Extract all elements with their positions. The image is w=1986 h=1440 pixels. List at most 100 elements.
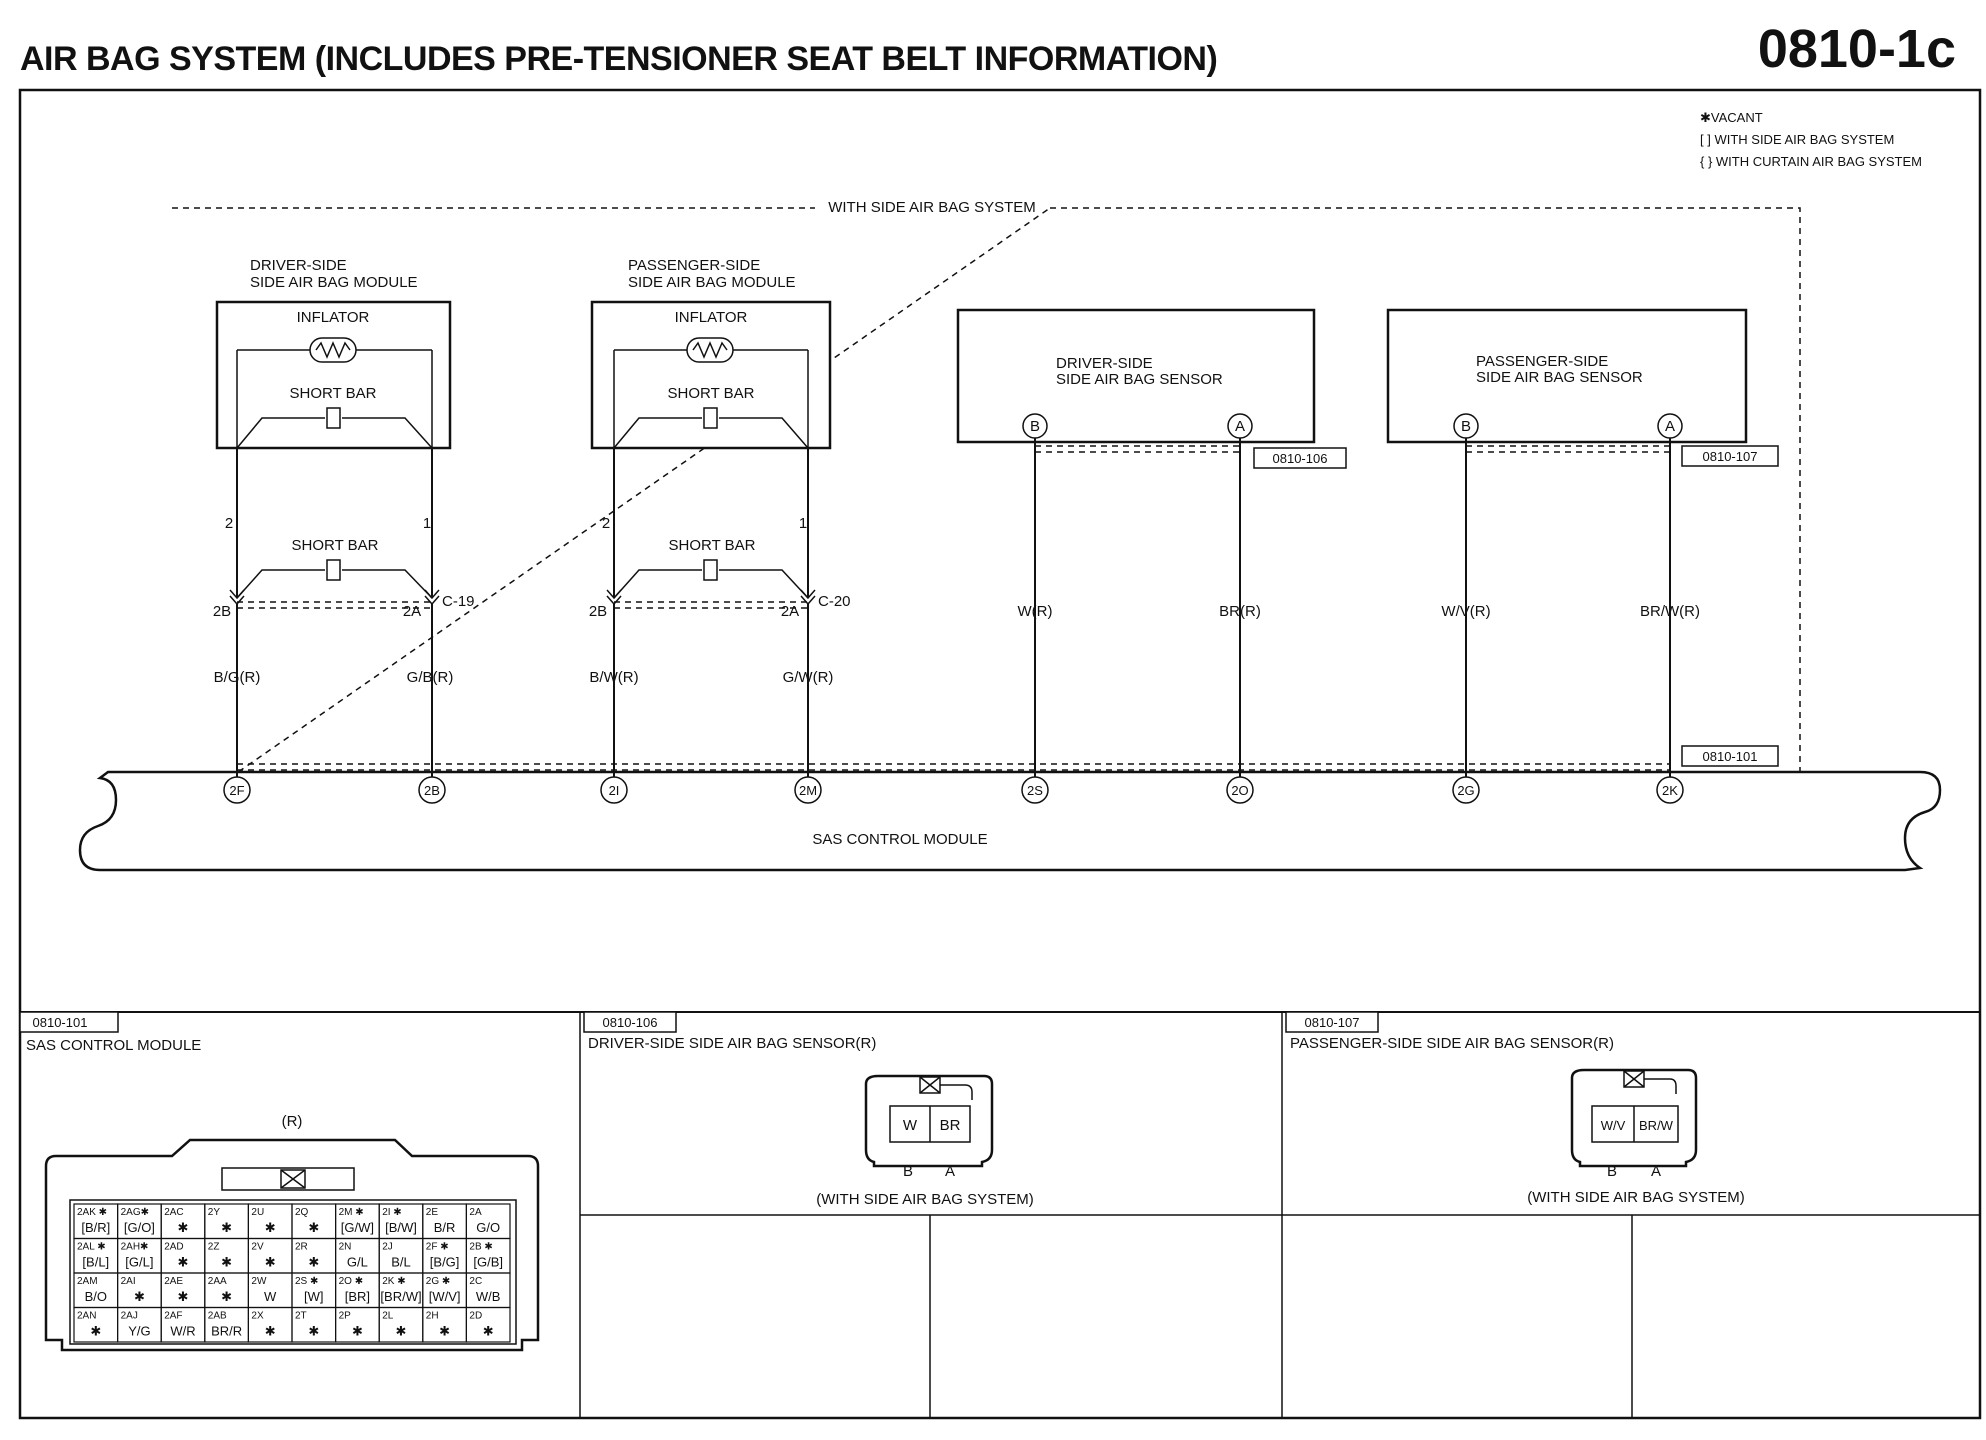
panel-107-note: (WITH SIDE AIR BAG SYSTEM) — [1527, 1189, 1745, 1206]
panel-106-title: DRIVER-SIDE SIDE AIR BAG SENSOR(R) — [588, 1035, 876, 1052]
panel-107-title: PASSENGER-SIDE SIDE AIR BAG SENSOR(R) — [1290, 1035, 1614, 1052]
passenger-inflator-label: INFLATOR — [675, 309, 748, 326]
legend-vacant: ✱VACANT — [1700, 110, 1763, 125]
sas-terminal-label: 2O — [1231, 783, 1248, 798]
panel-driver-sensor-connector: 0810-106 DRIVER-SIDE SIDE AIR BAG SENSOR… — [583, 1011, 1034, 1208]
passenger-side-airbag-sensor: PASSENGER-SIDE SIDE AIR BAG SENSOR B A 0… — [1386, 308, 1779, 620]
terminal-wire-color: [BR/W] — [380, 1289, 421, 1304]
sas-module-label: SAS CONTROL MODULE — [812, 831, 987, 848]
passenger-sensor-connector-dash — [1466, 445, 1670, 453]
side-airbag-group-boundary — [169, 207, 1801, 819]
terminal-wire-color: [W] — [304, 1289, 324, 1304]
terminal-cell — [465, 1306, 511, 1343]
terminal-wire-color: ✱ — [221, 1255, 232, 1270]
passenger-shortbar-label: SHORT BAR — [668, 385, 755, 402]
c19-wire-right: G/B(R) — [407, 669, 454, 686]
c19-left-pin: 2B — [213, 603, 231, 620]
terminal-wire-color: [B/L] — [82, 1255, 109, 1270]
resistor-icon — [692, 341, 728, 359]
latch-icon — [1644, 1078, 1677, 1094]
page-number: 0810-1c — [1757, 19, 1956, 79]
panel-101-ref: 0810-101 — [33, 1015, 88, 1030]
driver-sensor-pin-b: B — [1030, 418, 1040, 435]
sas-terminal-2o — [1226, 776, 1254, 804]
sas-terminal-label: 2M — [799, 783, 817, 798]
panel-passenger-sensor-connector: 0810-107 PASSENGER-SIDE SIDE AIR BAG SEN… — [1285, 1011, 1745, 1206]
terminal-wire-color: ✱ — [308, 1255, 319, 1270]
terminal-id: 2G ✱ — [426, 1276, 451, 1287]
c19-name: C-19 — [442, 593, 475, 610]
terminal-wire-color: ✱ — [178, 1289, 189, 1304]
passenger-side-airbag-module: PASSENGER-SIDE SIDE AIR BAG MODULE INFLA… — [590, 257, 832, 532]
terminal-id: 2P — [339, 1311, 352, 1322]
driver-module-name-1: DRIVER-SIDE — [250, 257, 347, 274]
cavity-border — [1591, 1105, 1679, 1143]
passenger-shortbar-wire — [613, 417, 809, 449]
terminal-id: 2L — [382, 1311, 394, 1322]
driver-sensor-line2: SIDE AIR BAG SENSOR — [1056, 371, 1223, 388]
terminal-wire-color: [G/W] — [341, 1220, 374, 1235]
passenger-module-name-1: PASSENGER-SIDE — [628, 257, 760, 274]
wires — [236, 438, 1671, 780]
short-bar-icon — [326, 559, 341, 581]
c19-shortbar-wire — [236, 569, 433, 599]
terminal-id: 2D — [469, 1311, 482, 1322]
terminal-wire-color: Y/G — [128, 1324, 150, 1339]
terminal-id: 2S ✱ — [295, 1276, 318, 1287]
sas-terminal-2f — [223, 776, 251, 804]
terminal-id: 2AK ✱ — [77, 1207, 107, 1218]
terminal-wire-color: ✱ — [308, 1220, 319, 1235]
terminal-wire-color: ✱ — [178, 1255, 189, 1270]
sas-terminal-label: 2S — [1027, 783, 1043, 798]
terminal-wire-color: BR/R — [211, 1324, 242, 1339]
legend-curtain: { } WITH CURTAIN AIR BAG SYSTEM — [1700, 154, 1922, 169]
sas-terminal-2g — [1452, 776, 1480, 804]
panel-106-cell-right: BR — [940, 1117, 961, 1134]
passenger-sensor-line1: PASSENGER-SIDE — [1476, 353, 1608, 370]
sas-terminals: 2F 2B 2I 2M 2S 2O 2G 2K — [223, 776, 1684, 804]
panel-sas-control-module: 0810-101 SAS CONTROL MODULE (R) 2AK ✱ [B/… — [19, 1011, 540, 1352]
panel-101-title: SAS CONTROL MODULE — [26, 1037, 201, 1054]
terminal-id: 2H — [426, 1311, 439, 1322]
driver-sensor-pin-a: A — [1235, 418, 1245, 435]
terminal-id: 2X — [251, 1311, 264, 1322]
sas-connector-dash — [237, 763, 1670, 771]
panel-ref-box — [19, 1011, 119, 1033]
terminal-wire-color: ✱ — [221, 1220, 232, 1235]
terminal-id: 2Y — [208, 1207, 221, 1218]
terminal-grid-border — [69, 1199, 517, 1345]
panel-107-cell-left: W/V — [1601, 1118, 1626, 1133]
terminal-id: 2AH✱ — [121, 1242, 149, 1253]
terminal-id: 2AJ — [121, 1311, 138, 1322]
short-bar-icon — [326, 407, 341, 429]
driver-shortbar-wire — [236, 417, 433, 449]
ref-0810-106-box — [1253, 447, 1347, 469]
terminal-wire-color: ✱ — [483, 1324, 494, 1339]
panel-101-color: (R) — [282, 1113, 303, 1130]
passenger-inflator-wires — [613, 349, 809, 448]
terminal-wire-color: ✱ — [308, 1324, 319, 1339]
c19-shortbar-label: SHORT BAR — [292, 537, 379, 554]
terminal-id: 2C — [469, 1276, 482, 1287]
legend: ✱VACANT [ ] WITH SIDE AIR BAG SYSTEM { }… — [1700, 110, 1922, 169]
terminal-id: 2F ✱ — [426, 1242, 449, 1253]
panel-ref-box — [1285, 1011, 1379, 1033]
driver-side-airbag-module: DRIVER-SIDE SIDE AIR BAG MODULE INFLATOR… — [215, 257, 452, 532]
sas-terminal-label: 2G — [1457, 783, 1474, 798]
terminal-wire-color: ✱ — [221, 1289, 232, 1304]
panel-106-pin-right: A — [945, 1163, 955, 1180]
terminal-wire-color: ✱ — [90, 1324, 101, 1339]
panel-107-ref: 0810-107 — [1305, 1015, 1360, 1030]
terminal-id: 2M ✱ — [339, 1207, 364, 1218]
terminal-id: 2K ✱ — [382, 1276, 405, 1287]
terminal-id: 2AA — [208, 1276, 227, 1287]
sas-terminal-label: 2I — [609, 783, 620, 798]
group-label: WITH SIDE AIR BAG SYSTEM — [828, 199, 1036, 216]
terminal-id: 2AB — [208, 1311, 227, 1322]
sas-terminal-2k — [1656, 776, 1684, 804]
terminal-id: 2W — [251, 1276, 267, 1287]
passenger-module-name-2: SIDE AIR BAG MODULE — [628, 274, 796, 291]
sas-terminal-label: 2F — [229, 783, 244, 798]
terminal-wire-color: W/R — [170, 1324, 195, 1339]
